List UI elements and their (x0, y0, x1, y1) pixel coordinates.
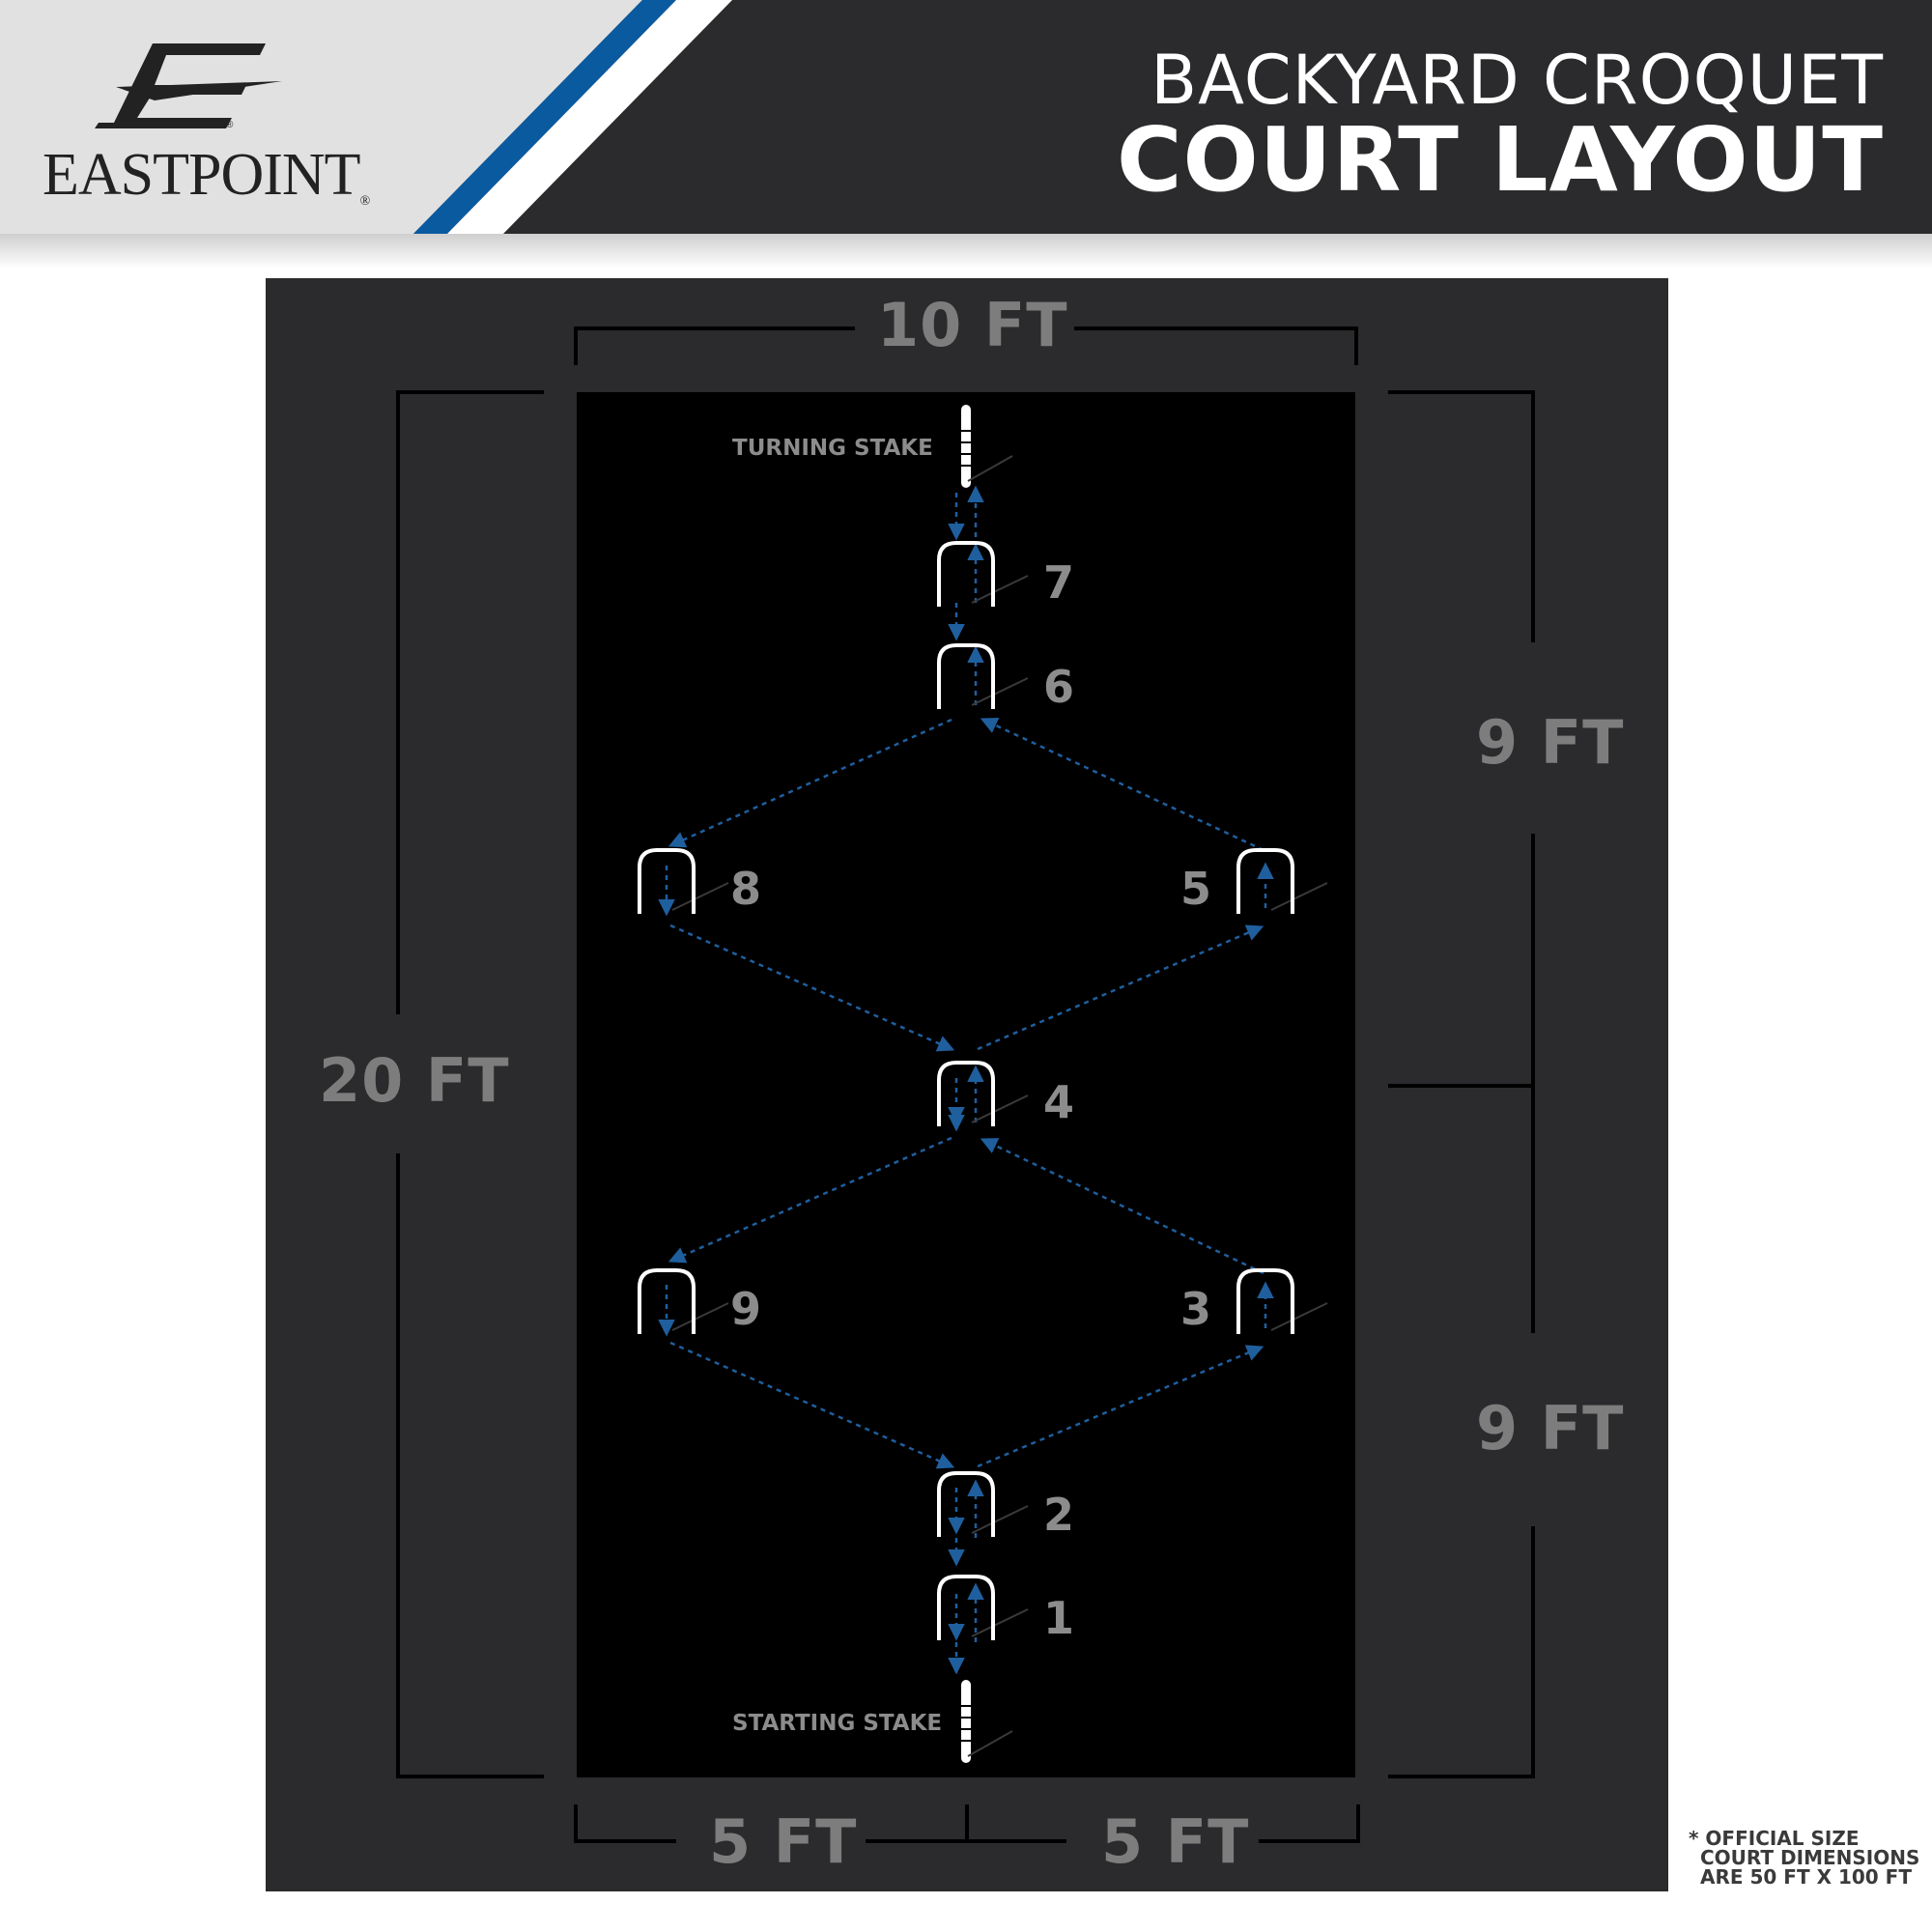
wicket-number-8: 8 (730, 863, 762, 915)
header-shadow (0, 234, 1932, 269)
starting-stake-label: STARTING STAKE (732, 1711, 943, 1736)
note-line3: ARE 50 FT X 100 FT (1700, 1865, 1912, 1889)
width-total-label: 10 FT (877, 290, 1068, 360)
wicket-number-5: 5 (1180, 863, 1212, 915)
wicket-9-icon (638, 1268, 729, 1334)
path-arrow (668, 1136, 952, 1264)
wicket-number-2: 2 (1043, 1489, 1075, 1541)
starting-stake-icon (960, 1680, 1013, 1763)
brand-registered-mark: ® (359, 194, 371, 209)
wickets-layer (638, 541, 1328, 1640)
right-half-label: 5 FT (1101, 1806, 1250, 1877)
brand-name: EASTPOINT® (43, 141, 371, 210)
wicket-5-icon (1236, 848, 1328, 914)
path-arrow (669, 923, 955, 1052)
court-field (577, 392, 1355, 1777)
left-half-label: 5 FT (709, 1806, 858, 1877)
path-arrow (669, 1341, 955, 1469)
header-blue-stripe (413, 0, 676, 234)
header-white-stripe (447, 0, 732, 234)
note-line1: * OFFICIAL SIZE (1689, 1827, 1860, 1850)
wicket-3-icon (1236, 1268, 1328, 1334)
wicket-number-6: 6 (1043, 661, 1075, 713)
turning-stake-icon (960, 405, 1013, 488)
eastpoint-e-logo-icon: ® (95, 43, 282, 130)
svg-text:®: ® (226, 120, 234, 130)
wicket-number-1: 1 (1043, 1592, 1075, 1644)
title-line2: COURT LAYOUT (1117, 108, 1884, 212)
length-total-label: 20 FT (319, 1045, 510, 1116)
wicket-7-icon (937, 541, 1029, 607)
path-arrow (980, 717, 1264, 852)
dimension-lines (396, 327, 1535, 1843)
title-line1: BACKYARD CROQUET (1151, 41, 1884, 120)
upper-half-label: 9 FT (1476, 707, 1625, 778)
path-arrow (977, 924, 1264, 1051)
note-line2: COURT DIMENSIONS (1700, 1846, 1920, 1869)
wicket-4-icon (937, 1061, 1029, 1126)
wicket-number-4: 4 (1043, 1076, 1075, 1128)
brand-name-text: EASTPOINT (43, 142, 361, 208)
wicket-8-icon (638, 848, 729, 914)
wicket-number-7: 7 (1043, 556, 1075, 609)
wicket-number-3: 3 (1180, 1283, 1212, 1335)
turning-stake-label: TURNING STAKE (732, 436, 933, 461)
play-path (658, 485, 1274, 1675)
wicket-6-icon (937, 643, 1029, 709)
path-arrow (668, 718, 952, 848)
wicket-1-icon (937, 1575, 1029, 1640)
path-arrow (977, 1345, 1264, 1468)
wicket-number-9: 9 (730, 1283, 762, 1335)
lower-half-label: 9 FT (1476, 1393, 1625, 1463)
path-arrow (980, 1138, 1264, 1275)
wicket-2-icon (937, 1471, 1029, 1537)
official-size-note: * OFFICIAL SIZE COURT DIMENSIONS ARE 50 … (1689, 1829, 1919, 1887)
